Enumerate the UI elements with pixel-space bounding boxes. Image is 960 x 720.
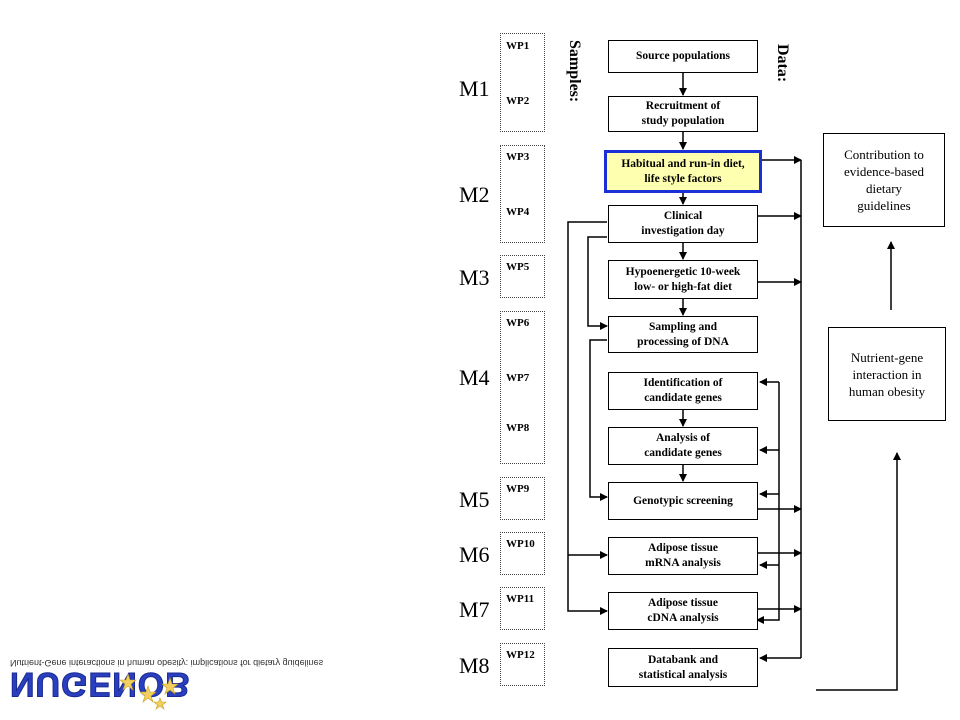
flow-box-text: Genotypic screening [633, 494, 733, 507]
side-box-text: Nutrient-gene [850, 349, 924, 365]
flow-box-analysis-genes: Analysis of candidate genes [608, 427, 758, 465]
module-label-m3: M3 [459, 265, 490, 290]
side-box-text: guidelines [857, 198, 911, 213]
flow-box-text: life style factors [644, 172, 722, 185]
module-label-m5: M5 [459, 487, 490, 512]
wp-group-m8 [500, 643, 545, 686]
flow-box-text: cDNA analysis [647, 612, 719, 624]
flow-box-text: candidate genes [644, 392, 722, 404]
wp-group-m5 [500, 477, 545, 520]
sample-line [589, 339, 608, 501]
wp-label: WP11 [506, 593, 535, 605]
flow-box-text: low- or high-fat diet [634, 280, 732, 293]
flow-box-hypoenergetic-diet: Hypoenergetic 10-week low- or high-fat di… [608, 260, 758, 299]
flow-box-clinical-investigation: Clinical investigation day [608, 205, 758, 243]
flow-box-text: Databank and [648, 653, 718, 666]
wp-group-m2 [500, 145, 545, 243]
wp-label: WP1 [506, 40, 530, 52]
wp-label: WP10 [506, 538, 535, 550]
flow-box-source-populations: Source populations [608, 40, 758, 73]
wp-label: WP5 [506, 261, 530, 273]
module-label-m2: M2 [459, 182, 490, 207]
side-box-text: evidence-based [843, 164, 925, 179]
wp-group-m6 [500, 532, 545, 575]
flow-box-text: Adipose tissue [648, 597, 718, 609]
module-label-m1: M1 [459, 76, 490, 101]
flow-box-text: Sampling and [648, 320, 718, 333]
flow-box-genotypic-screening: Genotypic screening [608, 482, 758, 520]
flow-box-text: Clinical [663, 210, 703, 222]
flow-box-text: candidate genes [644, 447, 722, 459]
wp-label: WP7 [506, 372, 530, 384]
wp-label: WP9 [506, 483, 530, 495]
side-box-nutrient-gene-interaction: Nutrient-gene interaction in human obesi… [828, 327, 946, 421]
flow-box-recruitment: Recruitment of study population [608, 96, 758, 132]
wp-label: WP12 [506, 649, 535, 661]
flow-box-identification-genes: Identification of candidate genes [608, 372, 758, 410]
flow-box-text: Hypoenergetic 10-week [625, 265, 741, 278]
flow-box-text: Recruitment of [645, 100, 721, 112]
flow-box-text: Adipose tissue [648, 542, 718, 554]
side-box-text: human obesity [848, 383, 926, 399]
module-label-m4: M4 [459, 365, 490, 390]
module-label-m7: M7 [459, 597, 490, 622]
wp-group-m4 [500, 311, 545, 464]
flow-box-databank: Databank and statistical analysis [608, 648, 758, 687]
flow-box-text: Identification of [643, 377, 723, 389]
wp-group-m1 [500, 33, 545, 132]
flow-box-text: investigation day [641, 225, 725, 237]
flow-box-text: Habitual and run-in diet, [621, 157, 745, 170]
side-box-dietary-guidelines: Contribution to evidence-based dietary g… [823, 133, 945, 227]
sample-line [567, 221, 608, 615]
flow-box-sampling-dna: Sampling and processing of DNA [608, 316, 758, 353]
flow-box-text: processing of DNA [637, 335, 729, 348]
wp-label: WP6 [506, 317, 530, 329]
flow-box-text: Source populations [635, 50, 731, 62]
wp-label: WP4 [506, 206, 530, 218]
wp-group-m7 [500, 587, 545, 630]
flow-box-text: study population [641, 115, 725, 127]
flow-box-habitual-diet: Habitual and run-in diet, life style fact… [604, 150, 762, 193]
module-label-m6: M6 [459, 542, 490, 567]
wp-group-m3 [500, 255, 545, 298]
flow-box-mrna-analysis: Adipose tissue mRNA analysis [608, 537, 758, 575]
flow-box-cdna-analysis: Adipose tissue cDNA analysis [608, 592, 758, 630]
output-line [816, 452, 901, 691]
side-box-text: dietary [865, 181, 903, 196]
flow-box-text: statistical analysis [638, 668, 728, 681]
wp-label: WP2 [506, 95, 530, 107]
side-box-text: Contribution to [844, 147, 924, 162]
sample-line [587, 236, 608, 330]
module-label-m8: M8 [459, 653, 490, 678]
wp-label: WP8 [506, 422, 530, 434]
wp-label: WP3 [506, 151, 530, 163]
feedback-line [756, 382, 780, 624]
side-box-text: interaction in [852, 366, 922, 382]
logo-stars-icon [119, 673, 179, 710]
flow-box-text: mRNA analysis [645, 557, 721, 569]
flow-box-text: Analysis of [656, 432, 710, 444]
